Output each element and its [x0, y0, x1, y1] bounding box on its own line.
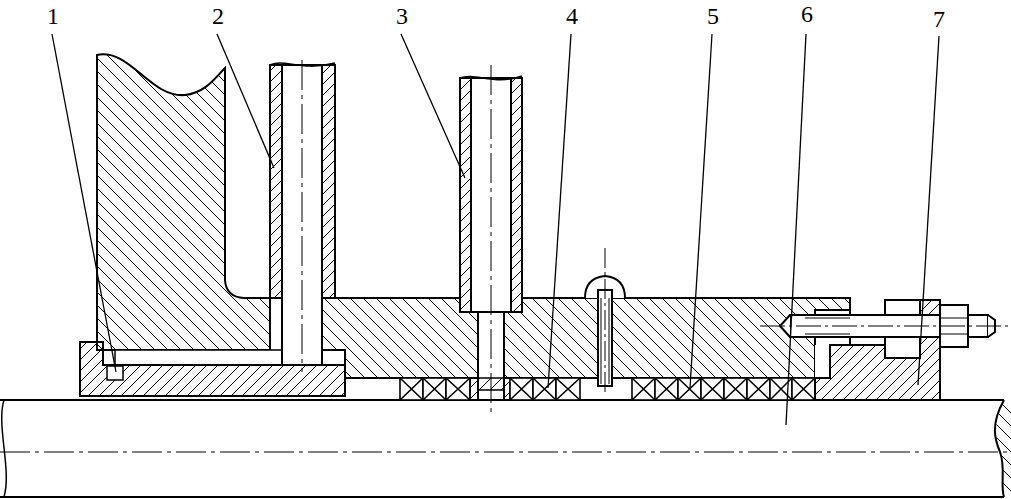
- pipe-2: [270, 60, 335, 372]
- stuffing-box-body: [322, 298, 850, 378]
- callout-number: 6: [801, 2, 813, 26]
- center-line: [0, 452, 1011, 453]
- locating-screw: [585, 248, 625, 392]
- pipe-3: [460, 65, 522, 415]
- callout-number: 1: [47, 4, 59, 28]
- callout-number: 2: [212, 4, 224, 28]
- shaft: [0, 400, 1011, 497]
- packing-rings-4: [400, 378, 580, 400]
- callout-number: 7: [933, 7, 945, 31]
- callout-number: 5: [707, 4, 719, 28]
- callout-number: 3: [396, 4, 408, 28]
- callout-number: 4: [566, 4, 578, 28]
- gland-stud: [760, 305, 1011, 347]
- leader-lines: [52, 34, 939, 425]
